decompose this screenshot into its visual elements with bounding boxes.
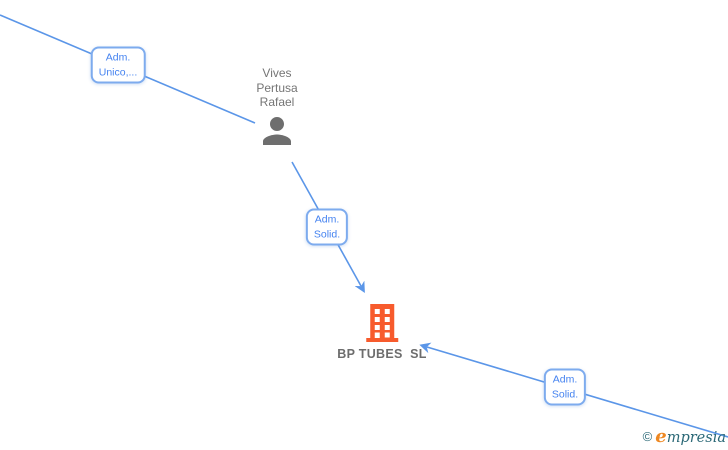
edge-label-adm-solid-1[interactable]: Adm. Solid. bbox=[305, 208, 349, 246]
edge-label-adm-solid-2[interactable]: Adm. Solid. bbox=[543, 368, 587, 406]
company-node-bp-tubes-sl[interactable]: BP TUBES SL bbox=[337, 303, 427, 361]
person-node-vives-pertusa-rafael[interactable]: Vives Pertusa Rafael bbox=[256, 66, 298, 152]
empresia-logo[interactable]: ©empresia bbox=[643, 428, 726, 447]
person-icon bbox=[263, 116, 291, 145]
logo-letter-e: e bbox=[655, 426, 667, 447]
edge-label-line: Adm. bbox=[314, 213, 340, 226]
edge-label-line: Solid. bbox=[313, 228, 341, 240]
edge-label-line: Unico,... bbox=[98, 66, 138, 78]
edge-label-adm-unico[interactable]: Adm. Unico,... bbox=[90, 46, 146, 84]
person-name-line: Rafael bbox=[259, 95, 295, 109]
edge-label-line: Solid. bbox=[551, 388, 579, 400]
copyright-symbol: © bbox=[642, 429, 653, 444]
person-name-line: Vives bbox=[262, 66, 292, 80]
edge-label-line: Adm. bbox=[552, 373, 578, 386]
person-name-line: Pertusa bbox=[256, 80, 298, 95]
building-icon bbox=[366, 304, 398, 342]
logo-text: mpresia bbox=[666, 430, 726, 446]
edge-label-line: Adm. bbox=[105, 51, 131, 64]
person-name: Vives Pertusa Rafael bbox=[256, 66, 298, 110]
company-name: BP TUBES SL bbox=[337, 347, 427, 361]
